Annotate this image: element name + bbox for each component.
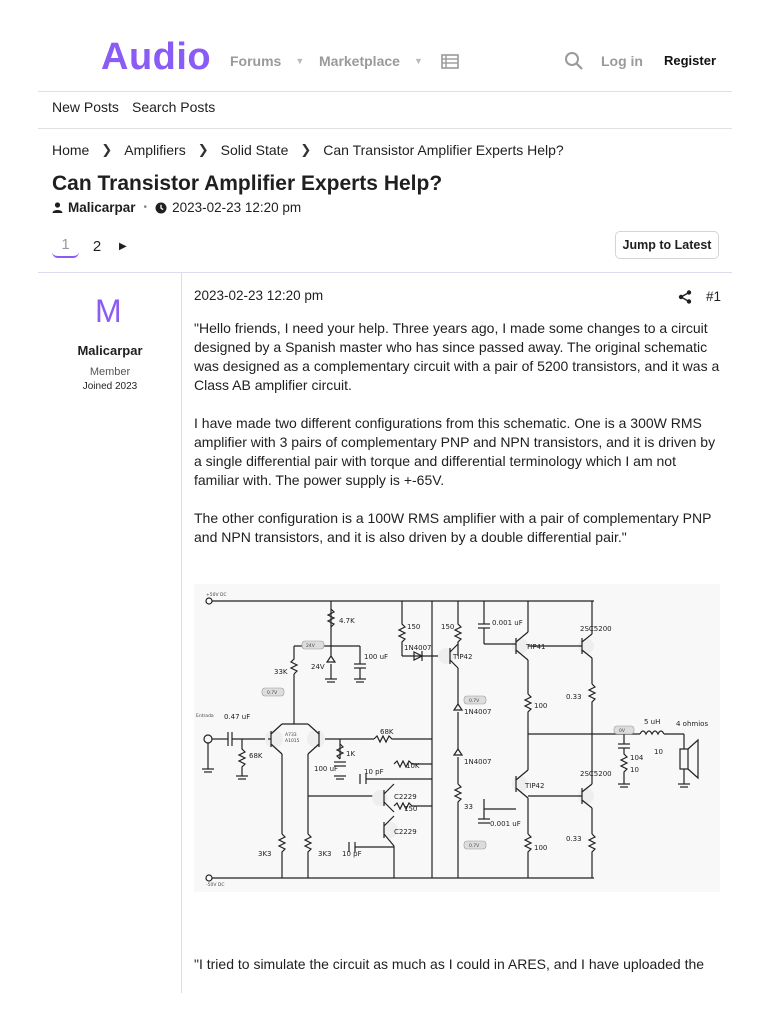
chevron-right-icon: ❯ xyxy=(300,142,312,157)
site-logo[interactable]: Audio xyxy=(101,36,212,78)
post-user-column: M Malicarpar Member Joined 2023 xyxy=(38,273,182,993)
thread-date: 2023-02-23 12:20 pm xyxy=(172,200,302,215)
user-joined: Joined 2023 xyxy=(82,381,138,392)
site-header: Audio Forums ▼ Marketplace ▼ Log in Regi… xyxy=(38,0,732,92)
schematic-label: 4.7K xyxy=(339,617,355,625)
sub-navigation: New Posts Search Posts xyxy=(38,92,732,129)
schematic-label: 0.7V xyxy=(267,690,278,696)
clock-icon xyxy=(155,202,167,213)
schematic-label: A733 xyxy=(285,732,297,738)
user-role: Member xyxy=(89,366,131,378)
schematic-label: 33 xyxy=(464,803,473,811)
schematic-label: 1N4007 xyxy=(404,644,432,652)
nav-forums[interactable]: Forums ▼ xyxy=(230,53,304,69)
schematic-label: 33K xyxy=(274,668,288,676)
schematic-label: 1N4007 xyxy=(464,758,492,766)
post-body: "Hello friends, I need your help. Three … xyxy=(194,319,724,566)
schematic-label: +50V DC xyxy=(206,592,227,598)
user-icon xyxy=(52,202,63,213)
schematic-label: 100 uF xyxy=(314,765,338,773)
schematic-label: 0V xyxy=(619,728,626,734)
page-1-button[interactable]: 1 xyxy=(52,234,79,258)
schematic-label: C2229 xyxy=(394,793,417,801)
schematic-label: 1K xyxy=(346,750,355,758)
schematic-label: 10 pF xyxy=(364,768,384,776)
schematic-label: TIP41 xyxy=(525,643,545,651)
breadcrumb-amplifiers[interactable]: Amplifiers xyxy=(124,142,186,158)
chevron-down-icon: ▼ xyxy=(413,56,423,66)
schematic-label: C2229 xyxy=(394,828,417,836)
new-posts-link[interactable]: New Posts xyxy=(52,99,119,115)
schematic-label: 1N4007 xyxy=(464,708,492,716)
schematic-label: 100 uF xyxy=(364,653,388,661)
nav-marketplace[interactable]: Marketplace ▼ xyxy=(319,53,423,69)
breadcrumb-thread[interactable]: Can Transistor Amplifier Experts Help? xyxy=(323,142,564,158)
schematic-label: 0.001 uF xyxy=(492,619,523,627)
schematic-label: -50V DC xyxy=(206,882,224,888)
post-paragraph: "Hello friends, I need your help. Three … xyxy=(194,320,720,393)
chevron-down-icon: ▼ xyxy=(295,56,305,66)
schematic-label: 2SC5200 xyxy=(580,625,612,633)
schematic-label: TIP42 xyxy=(524,782,544,790)
schematic-label: 104 xyxy=(630,754,644,762)
search-icon[interactable] xyxy=(564,51,584,71)
schematic-label: 2SC5200 xyxy=(580,770,612,778)
schematic-label: 0.7V xyxy=(469,698,480,704)
schematic-label: 68K xyxy=(380,728,394,736)
post-paragraph: "I tried to simulate the circuit as much… xyxy=(194,956,705,972)
schematic-label: TIP42 xyxy=(452,653,472,661)
schematic-label: 24V xyxy=(311,663,325,671)
search-posts-link[interactable]: Search Posts xyxy=(132,99,216,115)
schematic-label: A1015 xyxy=(285,738,300,744)
register-link[interactable]: Register xyxy=(664,53,717,68)
schematic-label: 10K xyxy=(406,762,420,770)
nav-marketplace-label: Marketplace xyxy=(319,53,400,69)
login-link[interactable]: Log in xyxy=(601,53,643,69)
breadcrumb-solid-state[interactable]: Solid State xyxy=(220,142,289,158)
nav-forums-label: Forums xyxy=(230,53,282,69)
schematic-label: 100 xyxy=(534,844,547,852)
schematic-label: 150 xyxy=(404,805,417,813)
post-paragraph: I have made two different configurations… xyxy=(194,415,716,488)
schematic-label: 10 xyxy=(630,766,639,774)
schematic-label: 3K3 xyxy=(318,850,332,858)
thread-author[interactable]: Malicarpar xyxy=(68,200,136,215)
share-icon[interactable] xyxy=(678,290,692,304)
post-paragraph: The other configuration is a 100W RMS am… xyxy=(194,510,712,545)
schematic-label: 10 pF xyxy=(342,850,362,858)
schematic-label: 0.33 xyxy=(566,693,582,701)
breadcrumb: Home ❯ Amplifiers ❯ Solid State ❯ Can Tr… xyxy=(52,142,564,158)
thread-title: Can Transistor Amplifier Experts Help? xyxy=(52,172,443,195)
schematic-label: 150 xyxy=(441,623,454,631)
schematic-label: 10 xyxy=(654,748,663,756)
jump-to-latest-button[interactable]: Jump to Latest xyxy=(615,231,719,259)
list-icon[interactable] xyxy=(441,54,459,69)
schematic-label: 0.7V xyxy=(469,843,480,849)
schematic-label: 150 xyxy=(407,623,420,631)
schematic-label: 68K xyxy=(249,752,263,760)
schematic-label: 5 uH xyxy=(644,718,660,726)
post: M Malicarpar Member Joined 2023 2023-02-… xyxy=(38,272,732,1024)
separator-dot: • xyxy=(143,202,148,213)
post-date[interactable]: 2023-02-23 12:20 pm xyxy=(194,288,324,303)
chevron-right-icon: ❯ xyxy=(197,142,209,157)
next-page-icon[interactable]: ▶ xyxy=(119,240,127,252)
schematic-label: 0.33 xyxy=(566,835,582,843)
schematic-label: 100 xyxy=(534,702,547,710)
schematic-label: 3K3 xyxy=(258,850,272,858)
schematic-label: 24V xyxy=(306,643,316,649)
avatar[interactable]: M xyxy=(95,293,122,329)
schematic-label: 4 ohmios xyxy=(676,720,708,728)
chevron-right-icon: ❯ xyxy=(101,142,113,157)
schematic-label: 0.47 uF xyxy=(224,713,250,721)
thread-meta: Malicarpar • 2023-02-23 12:20 pm xyxy=(52,200,301,215)
amplifier-schematic-image[interactable]: +50V DC -50V DC Entrada 0.47 uF 68K A733… xyxy=(194,584,720,892)
page-2-button[interactable]: 2 xyxy=(92,237,102,255)
schematic-label: 0.001 uF xyxy=(490,820,521,828)
post-number[interactable]: #1 xyxy=(706,289,722,304)
breadcrumb-home[interactable]: Home xyxy=(52,142,90,158)
post-username[interactable]: Malicarpar xyxy=(77,343,143,358)
pagination: 1 2 ▶ xyxy=(52,234,127,258)
schematic-label: Entrada xyxy=(196,713,214,719)
